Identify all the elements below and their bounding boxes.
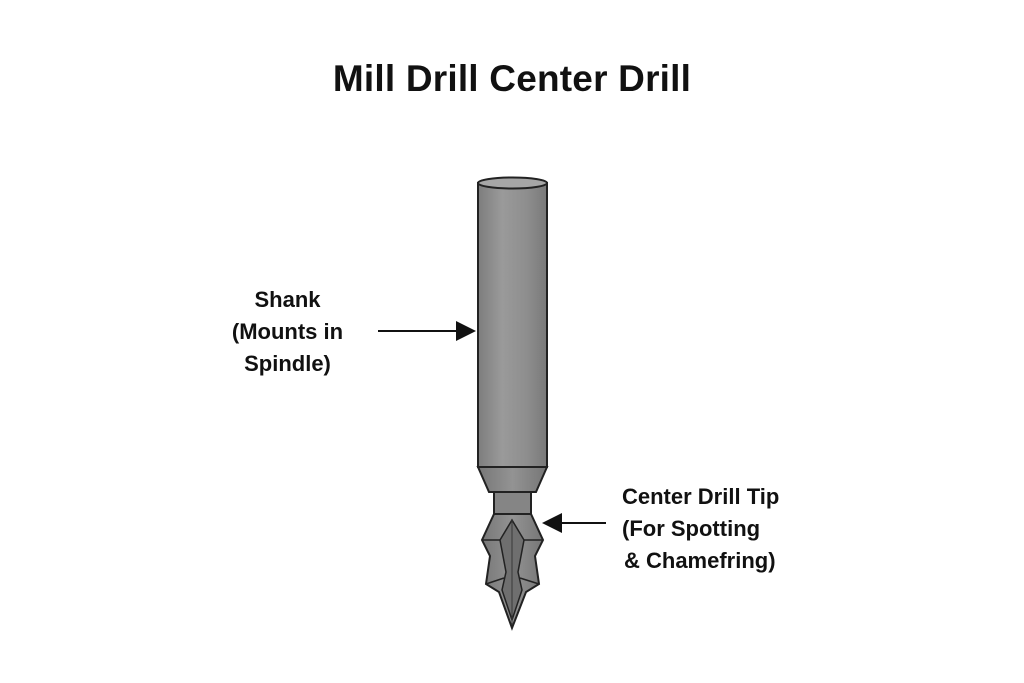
tip-step-right <box>519 577 540 585</box>
center-drill-tip <box>480 513 545 631</box>
shank <box>477 176 548 468</box>
tip-label: Center Drill Tip (For Spotting & Chamefr… <box>622 481 779 577</box>
tip-step-left <box>485 577 505 585</box>
shank-body <box>477 182 548 468</box>
diagram-title: Mill Drill Center Drill <box>332 58 692 99</box>
shank-label-line-1: Shank <box>254 287 321 312</box>
shank-label: Shank (Mounts in Spindle) <box>200 284 375 380</box>
shank-label-line-2: (Mounts in <box>231 319 344 344</box>
drill-collar <box>476 466 549 515</box>
collar-neck <box>493 491 532 515</box>
tip-label-line-2: (For Spotting <box>622 516 761 541</box>
shank-top-face <box>477 176 548 190</box>
collar-taper <box>476 466 549 493</box>
tip-label-line-3: & Chamefring) <box>624 548 776 573</box>
tip-label-line-1: Center Drill Tip <box>622 484 780 509</box>
shank-label-line-3: Spindle) <box>244 351 331 376</box>
